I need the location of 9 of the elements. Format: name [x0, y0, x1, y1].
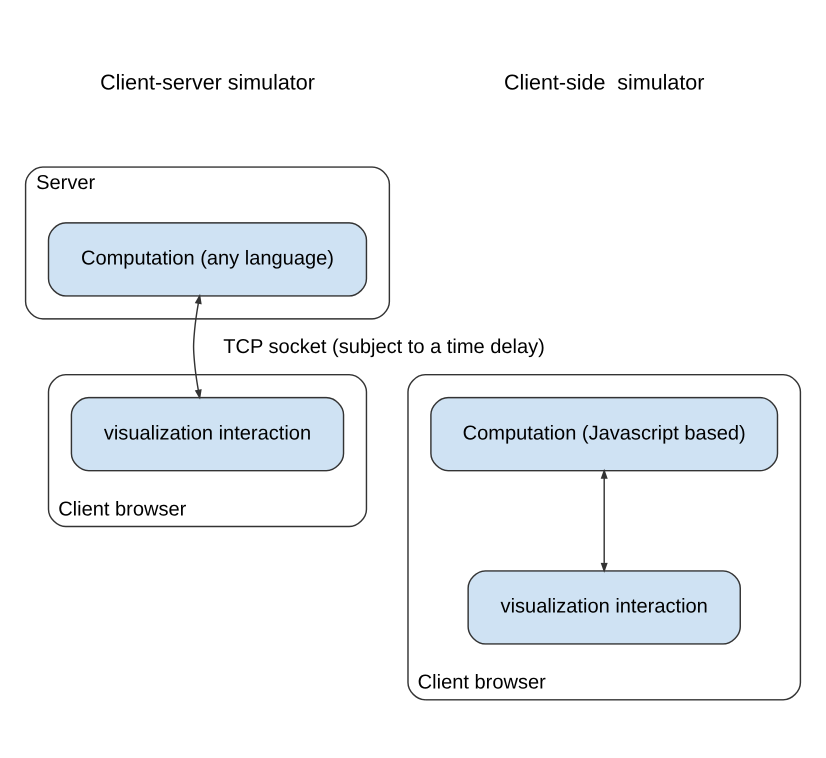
node-box: visualization interaction: [467, 570, 741, 645]
node-box: Computation (any language): [48, 222, 368, 297]
label: Client-side simulator: [504, 70, 704, 95]
arrow: [600, 468, 608, 573]
node-box: visualization interaction: [70, 396, 344, 472]
arrow: [192, 294, 202, 400]
edge-label: TCP socket (subject to a time delay): [223, 336, 545, 358]
node-box: Computation (Javascript based): [430, 396, 778, 472]
label: Client-server simulator: [100, 70, 315, 95]
